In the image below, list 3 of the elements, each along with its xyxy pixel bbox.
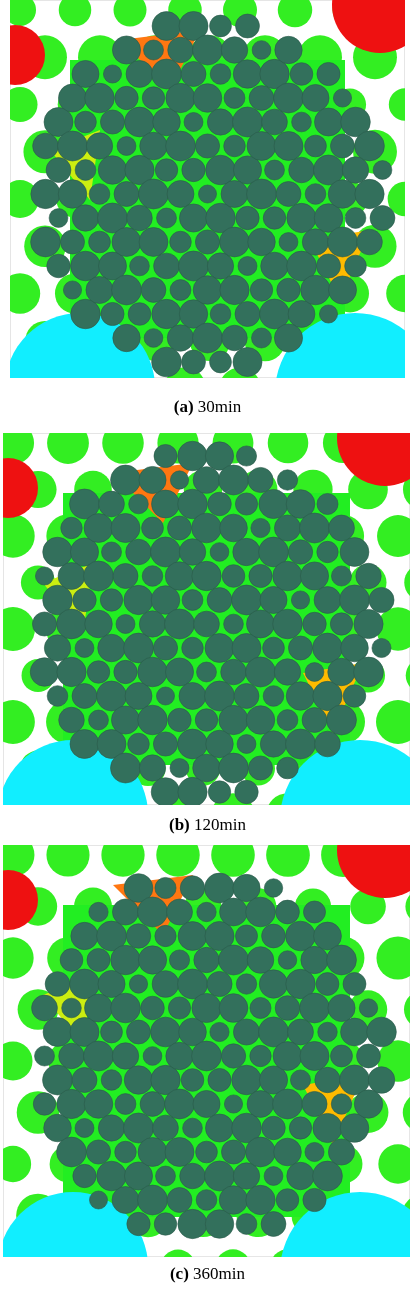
figure-caption: (c) 360min xyxy=(169,1264,246,1284)
figure-caption: (a) 30min xyxy=(173,397,242,417)
figure-caption: (b) 120min xyxy=(169,815,246,835)
